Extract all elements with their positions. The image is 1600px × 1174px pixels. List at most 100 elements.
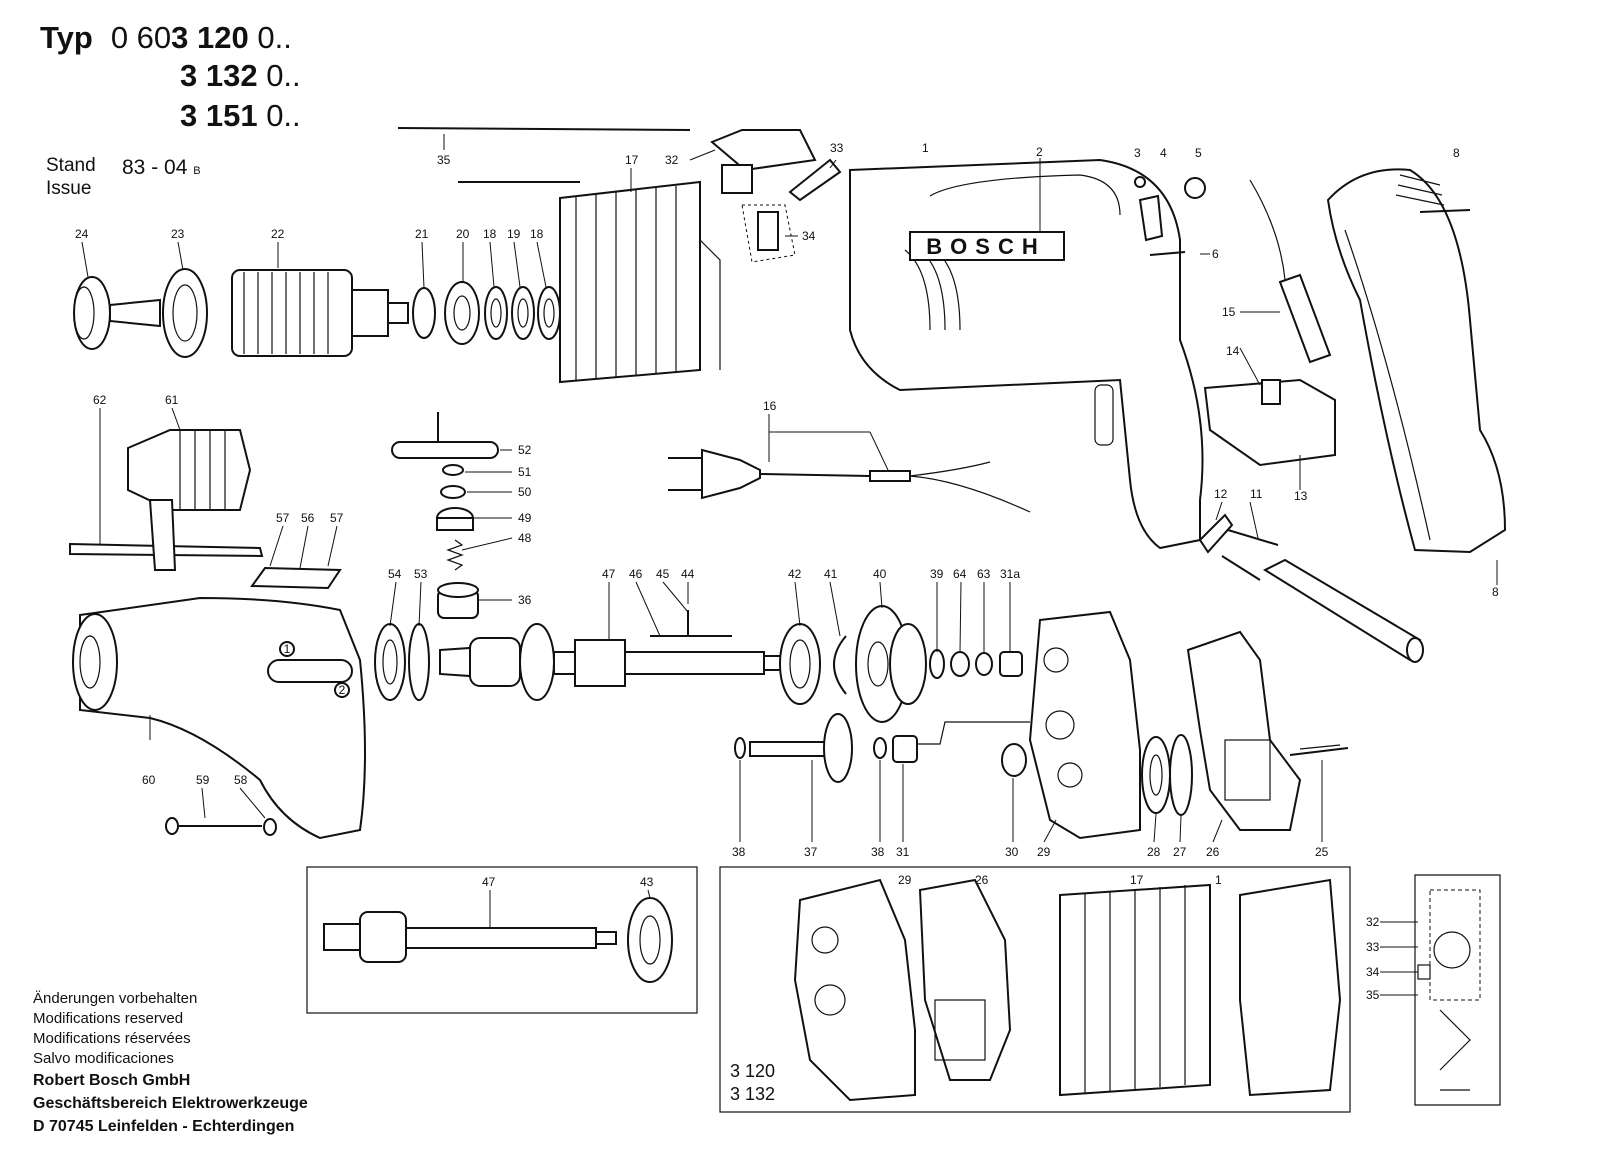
callout-18b: 18 bbox=[530, 227, 544, 241]
cable-protector bbox=[1262, 558, 1424, 663]
callout-47: 47 bbox=[602, 567, 616, 581]
callout-3: 3 bbox=[1134, 146, 1141, 160]
callout-31a: 31a bbox=[1000, 567, 1020, 581]
callout-53: 53 bbox=[414, 567, 428, 581]
wiring-callout-32: 32 bbox=[1366, 915, 1380, 929]
washers-50-51 bbox=[440, 464, 466, 499]
bushing-30 bbox=[1001, 743, 1027, 777]
callout-24: 24 bbox=[75, 227, 89, 241]
callout-27: 27 bbox=[1173, 845, 1187, 859]
callout-38a: 38 bbox=[732, 845, 746, 859]
callout-64: 64 bbox=[953, 567, 967, 581]
circlip-41 bbox=[833, 635, 847, 695]
model-line-1: Typ 0 603 120 0.. bbox=[40, 20, 292, 56]
callout-23: 23 bbox=[171, 227, 185, 241]
cable-clamp-12 bbox=[1198, 513, 1234, 554]
handle-7 bbox=[1326, 168, 1507, 554]
callout-39: 39 bbox=[930, 567, 944, 581]
callout-56: 56 bbox=[301, 511, 315, 525]
gear-49 bbox=[436, 507, 474, 531]
callout-48: 48 bbox=[518, 531, 532, 545]
model-1-number: 3 120 bbox=[171, 20, 249, 55]
gear-36 bbox=[437, 582, 479, 619]
callout-45: 45 bbox=[656, 567, 670, 581]
gear-housing-60: 1 2 bbox=[72, 596, 366, 840]
spindle-47 bbox=[439, 610, 785, 701]
callout-60: 60 bbox=[142, 773, 156, 787]
brand-text: BOSCH bbox=[926, 234, 1045, 259]
typ-label: Typ bbox=[40, 20, 93, 55]
shaft-37 bbox=[734, 713, 1030, 783]
callout-20: 20 bbox=[456, 227, 470, 241]
model-1-prefix: 0 60 bbox=[110, 20, 172, 55]
callout-51: 51 bbox=[518, 465, 532, 479]
screw-25 bbox=[1289, 744, 1349, 756]
bearing-42 bbox=[779, 623, 821, 705]
model-3-number: 3 151 bbox=[180, 98, 258, 133]
field-coil-17 bbox=[458, 180, 721, 384]
callout-28: 28 bbox=[1147, 845, 1161, 859]
callout-32: 32 bbox=[665, 153, 679, 167]
bearing-plate-29 bbox=[1028, 610, 1141, 840]
power-cord-16 bbox=[668, 448, 1031, 513]
nameplate-mark-2: 2 bbox=[339, 683, 346, 697]
callout-38b: 38 bbox=[871, 845, 885, 859]
callout-40: 40 bbox=[873, 567, 887, 581]
callout-15: 15 bbox=[1222, 305, 1236, 319]
screw-59 bbox=[165, 817, 277, 836]
callout-54: 54 bbox=[388, 567, 402, 581]
model-3-suffix: 0.. bbox=[257, 98, 301, 133]
callout-62: 62 bbox=[93, 393, 107, 407]
spring-washer-19 bbox=[511, 286, 535, 340]
callout-63: 63 bbox=[977, 567, 991, 581]
callout-18a: 18 bbox=[483, 227, 497, 241]
spring-48 bbox=[446, 539, 464, 571]
model-1-suffix: 0.. bbox=[248, 20, 292, 55]
callout-49: 49 bbox=[518, 511, 532, 525]
brush-holder-32 bbox=[710, 129, 817, 194]
inset-spindle bbox=[306, 866, 698, 1014]
screws-11 bbox=[1221, 529, 1279, 581]
callout-12: 12 bbox=[1214, 487, 1228, 501]
wiring-callout-33: 33 bbox=[1366, 940, 1380, 954]
washer-18a bbox=[484, 286, 508, 340]
inset-callout-1: 1 bbox=[1215, 873, 1222, 887]
small-parts-3-6 bbox=[1134, 176, 1206, 256]
callout-44: 44 bbox=[681, 567, 695, 581]
cover-26 bbox=[1186, 630, 1302, 831]
washer-21 bbox=[412, 287, 436, 339]
callout-57b: 57 bbox=[330, 511, 344, 525]
bearing-24 bbox=[73, 276, 111, 350]
callout-37: 37 bbox=[804, 845, 818, 859]
nameplate-2: BOSCH bbox=[909, 231, 1065, 261]
callout-41: 41 bbox=[824, 567, 838, 581]
inset-variant bbox=[719, 866, 1351, 1113]
callout-22: 22 bbox=[271, 227, 285, 241]
stand-date: 83 - 04 bbox=[122, 156, 188, 179]
wiring-callout-34: 34 bbox=[1366, 965, 1380, 979]
bearing-28 bbox=[1141, 736, 1171, 814]
note-fr: Modifications réservées bbox=[33, 1030, 191, 1047]
note-en: Modifications reserved bbox=[33, 1010, 184, 1027]
callout-29: 29 bbox=[1037, 845, 1051, 859]
pin-52 bbox=[391, 412, 499, 459]
callout-36: 36 bbox=[518, 593, 532, 607]
callout-16: 16 bbox=[763, 399, 777, 413]
model-2-number: 3 132 bbox=[180, 58, 258, 93]
issue-label: Issue bbox=[46, 178, 92, 199]
switch-14 bbox=[1203, 378, 1336, 467]
bearing-54 bbox=[374, 623, 406, 701]
callout-17: 17 bbox=[625, 153, 639, 167]
callout-46: 46 bbox=[629, 567, 643, 581]
bushing-31a bbox=[999, 651, 1023, 677]
callout-30: 30 bbox=[1005, 845, 1019, 859]
company-division: Geschäftsbereich Elektrowerkzeuge bbox=[33, 1095, 308, 1112]
callout-31: 31 bbox=[896, 845, 910, 859]
callout-8b: 8 bbox=[1492, 585, 1499, 599]
model-line-2: 3 132 0.. bbox=[180, 58, 301, 94]
model-line-3: 3 151 0.. bbox=[180, 98, 301, 134]
brush-33 bbox=[788, 158, 842, 202]
gear-40 bbox=[855, 605, 927, 723]
callout-2: 2 bbox=[1036, 145, 1043, 159]
